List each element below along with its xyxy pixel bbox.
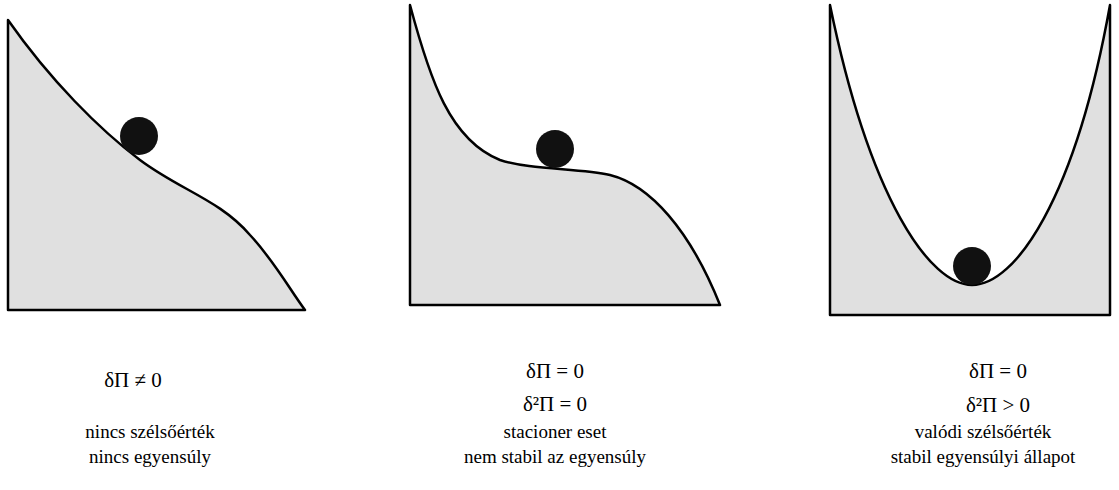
formula-label: δ²Π > 0 <box>966 394 1030 417</box>
plateau-surface <box>410 5 720 305</box>
sloped-surface <box>8 20 305 310</box>
formula-label: δΠ = 0 <box>969 360 1027 383</box>
caption-text: nincs egyensúly <box>89 447 211 468</box>
caption-text: stabil egyensúlyi állapot <box>891 447 1076 468</box>
formula-label: δ²Π = 0 <box>523 393 587 416</box>
caption-text: valódi szélsőérték <box>915 422 1052 443</box>
caption-text: nincs szélsőérték <box>85 422 214 443</box>
formula-label: δΠ ≠ 0 <box>104 369 162 392</box>
ball <box>120 117 158 155</box>
ball <box>953 247 991 285</box>
valley-surface <box>830 5 1110 315</box>
caption-text: stacioner eset <box>504 422 607 443</box>
formula-label: δΠ = 0 <box>526 360 584 383</box>
ball <box>536 130 574 168</box>
caption-text: nem stabil az egyensúly <box>464 447 646 468</box>
